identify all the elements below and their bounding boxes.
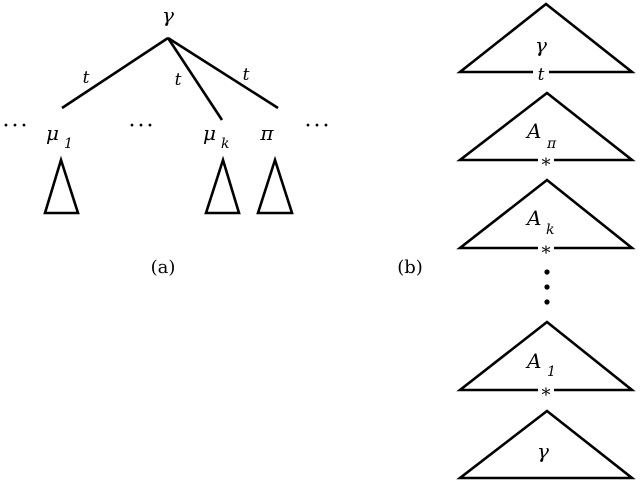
ellipsis-left: ··· xyxy=(3,114,30,139)
stack-link-3: * xyxy=(542,243,551,264)
ellipsis-middle: ··· xyxy=(129,114,156,139)
edge-label-1: t xyxy=(83,68,90,88)
stack-triangle-4 xyxy=(456,320,636,392)
stack-label-1: γ xyxy=(535,33,547,57)
subtree-triangle-mu-1 xyxy=(43,155,80,215)
stack-sub-3: k xyxy=(546,222,554,238)
caption-a: (a) xyxy=(151,257,176,278)
edge-to-mu-1 xyxy=(61,36,169,110)
stack-link-4: * xyxy=(542,385,551,406)
panel-a: γ t t t ··· ··· ··· μ 1 μ k π (a) xyxy=(3,3,332,278)
edge-label-2: t xyxy=(175,70,182,90)
stack-sub-4: 1 xyxy=(547,364,556,380)
panel-b: (b) γ t A π * A k * A 1 * γ xyxy=(397,2,636,480)
stack-label-5: γ xyxy=(537,439,549,463)
stack-label-3: A xyxy=(525,206,541,230)
root-label: γ xyxy=(162,3,174,27)
stack-link-mask-3 xyxy=(538,242,554,254)
child-sub-mu-k: k xyxy=(221,136,229,152)
stack-link-mask-2 xyxy=(538,154,554,166)
subtree-triangle-mu-k xyxy=(204,155,241,215)
stack-link-mask-1 xyxy=(533,65,549,79)
ellipsis-dot-2 xyxy=(544,284,550,290)
ellipsis-right: ··· xyxy=(305,114,332,139)
stack-triangle-5 xyxy=(456,409,636,480)
child-label-pi: π xyxy=(259,121,274,145)
stack-triangle-2 xyxy=(456,91,636,162)
ellipsis-dot-1 xyxy=(544,269,550,275)
child-sub-mu-1: 1 xyxy=(64,136,73,152)
stack-link-1: t xyxy=(538,65,545,85)
caption-b: (b) xyxy=(397,257,423,278)
child-label-mu-1: μ xyxy=(46,121,59,145)
edge-to-pi xyxy=(167,36,279,110)
stack-label-2: A xyxy=(525,119,541,143)
vertical-ellipsis xyxy=(544,269,550,305)
edge-label-3: t xyxy=(243,65,250,85)
ellipsis-dot-3 xyxy=(544,299,550,305)
stack-link-mask-4 xyxy=(538,384,554,396)
edge-to-mu-k xyxy=(166,37,224,121)
stack-label-4: A xyxy=(525,349,541,373)
stack-link-2: * xyxy=(542,155,551,176)
stack-sub-2: π xyxy=(546,136,557,152)
subtree-triangle-pi xyxy=(256,155,294,215)
child-label-mu-k: μ xyxy=(203,121,216,145)
